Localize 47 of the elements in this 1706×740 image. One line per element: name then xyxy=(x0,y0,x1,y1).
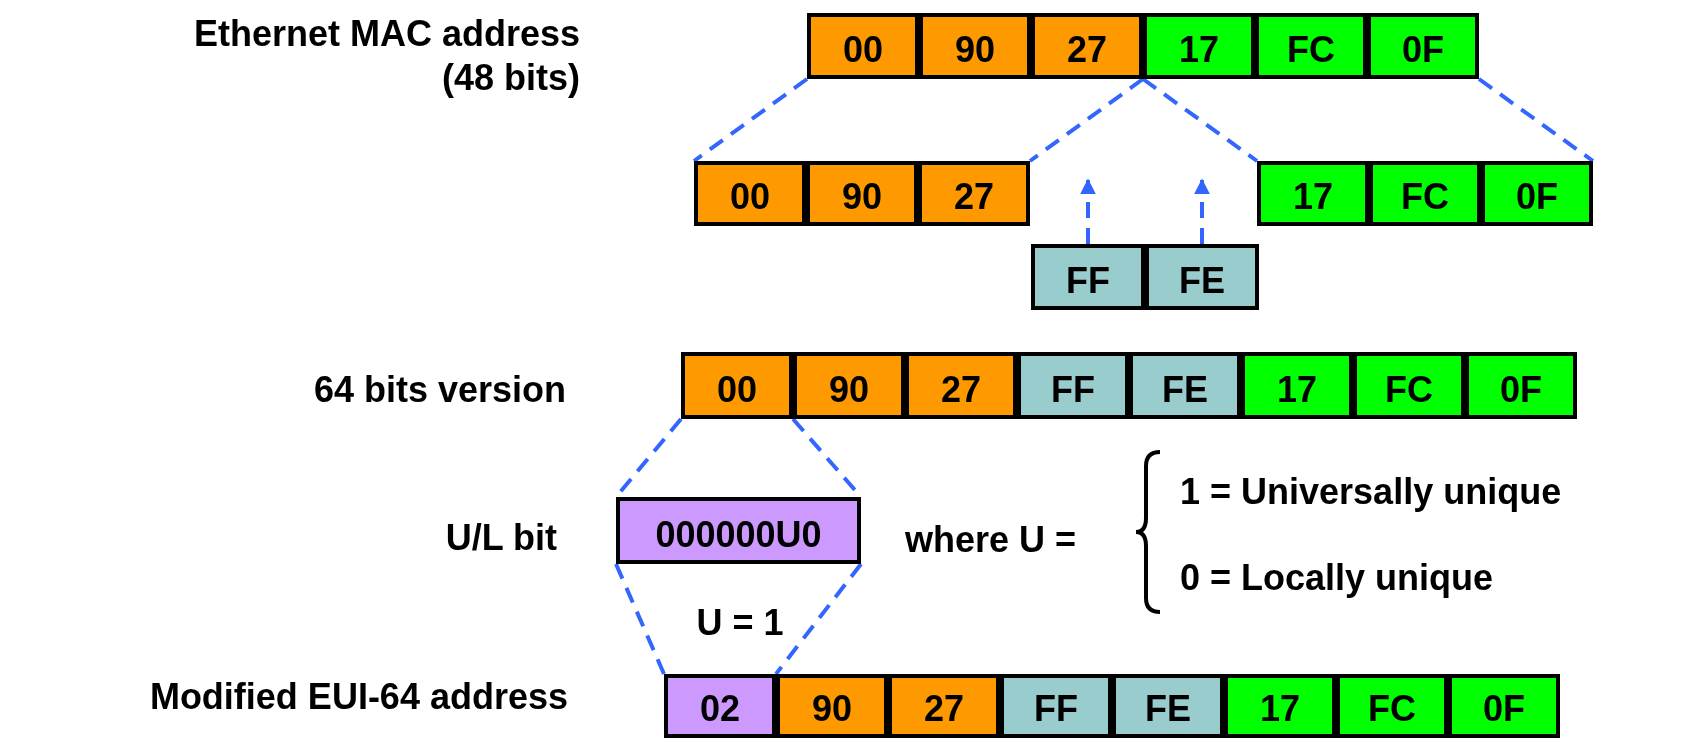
byte-box: 90 xyxy=(806,161,918,226)
dashed-line xyxy=(1141,77,1259,163)
byte-box: FF xyxy=(1000,674,1112,738)
equation-text: where U = xyxy=(905,518,1078,562)
byte-box: 00 xyxy=(681,352,793,419)
byte-box: FC xyxy=(1336,674,1448,738)
byte-box: 02 xyxy=(664,674,776,738)
byte-box: 0F xyxy=(1481,161,1593,226)
byte-box: FE xyxy=(1129,352,1241,419)
byte-box: 27 xyxy=(918,161,1030,226)
byte-box: 0F xyxy=(1367,13,1479,79)
byte-box: 0F xyxy=(1465,352,1577,419)
byte-box: FE xyxy=(1112,674,1224,738)
row-label: Ethernet MAC address (48 bits) xyxy=(192,12,580,100)
dashed-arrow xyxy=(1080,178,1096,244)
row-label: Modified EUI-64 address xyxy=(148,675,568,719)
option-text: 1 = Universally unique xyxy=(1180,470,1563,514)
byte-box: FF xyxy=(1031,244,1145,310)
dashed-line xyxy=(614,563,666,675)
byte-box: FF xyxy=(1017,352,1129,419)
dashed-line xyxy=(1477,77,1595,163)
byte-box: 90 xyxy=(793,352,905,419)
row-label: U/L bit xyxy=(444,516,557,560)
byte-box: FE xyxy=(1145,244,1259,310)
dashed-line xyxy=(774,562,863,676)
dashed-line xyxy=(1028,77,1145,163)
byte-box: 27 xyxy=(888,674,1000,738)
row-label: 64 bits version xyxy=(312,368,566,412)
option-text: 0 = Locally unique xyxy=(1180,556,1495,600)
byte-box: 17 xyxy=(1241,352,1353,419)
byte-box: 27 xyxy=(905,352,1017,419)
byte-box: 17 xyxy=(1143,13,1255,79)
byte-box: 00 xyxy=(694,161,806,226)
byte-box: 000000U0 xyxy=(616,497,861,564)
dashed-line xyxy=(692,77,809,163)
dashed-arrow xyxy=(1194,178,1210,244)
byte-box: FC xyxy=(1255,13,1367,79)
byte-box: FC xyxy=(1369,161,1481,226)
byte-box: 90 xyxy=(919,13,1031,79)
byte-box: 17 xyxy=(1224,674,1336,738)
byte-box: 00 xyxy=(807,13,919,79)
byte-box: FC xyxy=(1353,352,1465,419)
byte-box: 17 xyxy=(1257,161,1369,226)
bit-value-text: U = 1 xyxy=(695,601,785,645)
byte-box: 27 xyxy=(1031,13,1143,79)
byte-box: 0F xyxy=(1448,674,1560,738)
byte-box: 90 xyxy=(776,674,888,738)
